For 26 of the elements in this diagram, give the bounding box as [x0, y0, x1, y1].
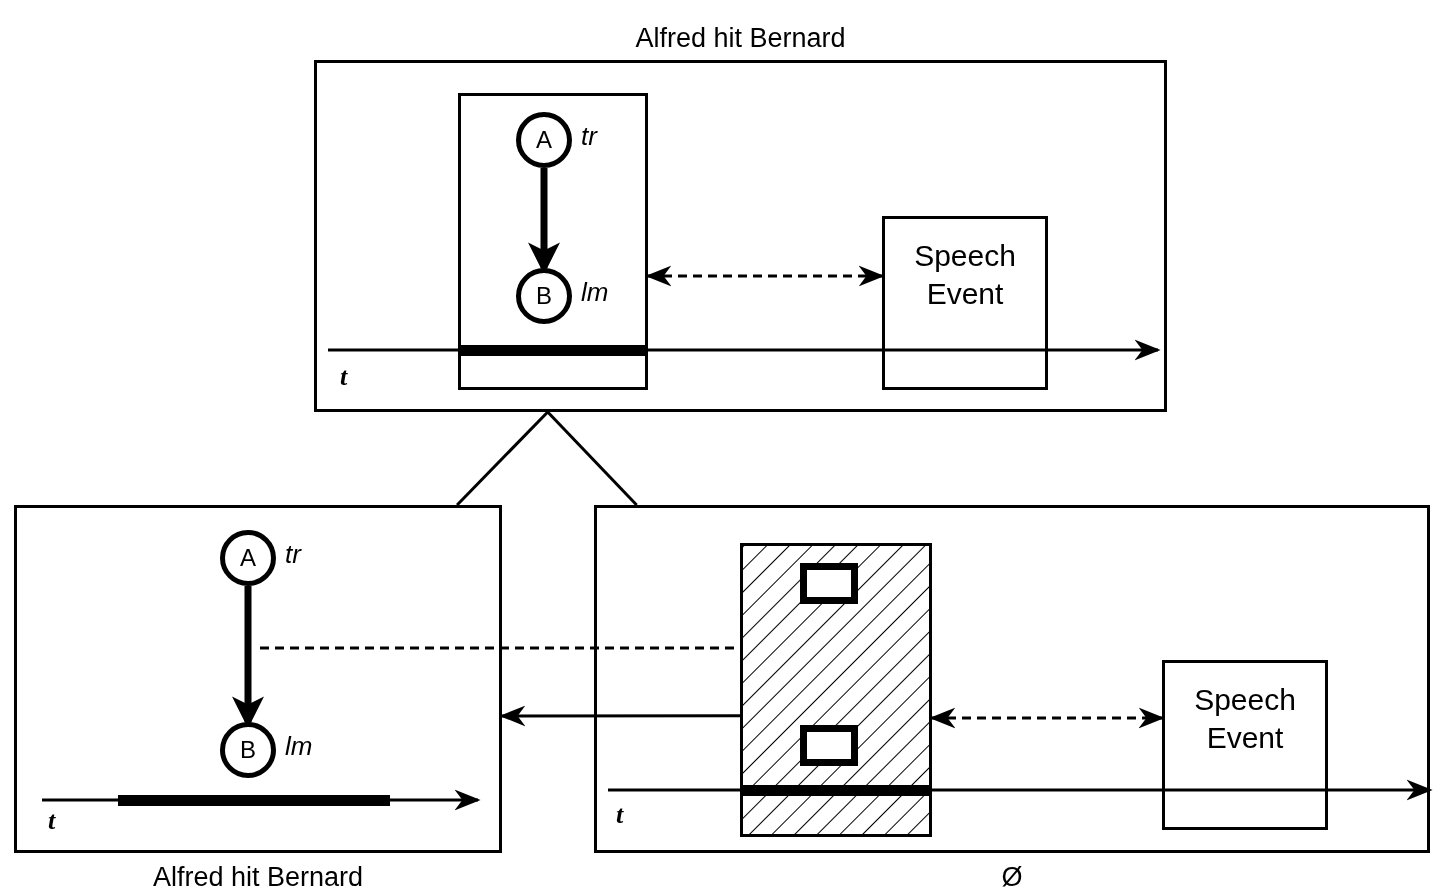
- arrow: [645, 265, 885, 287]
- time-label: t: [340, 362, 348, 392]
- small-box: [800, 563, 858, 604]
- arrow: [929, 707, 1165, 729]
- hatched-box: [740, 543, 932, 837]
- circle-letter: B: [536, 282, 552, 310]
- panel-title: Ø: [1000, 862, 1024, 893]
- time-label: t: [48, 806, 56, 836]
- arrow: [499, 705, 740, 727]
- time-label: t: [616, 800, 624, 830]
- speech-event-box: [1162, 660, 1328, 830]
- role-label: tr: [285, 539, 301, 570]
- circle-letter: A: [536, 126, 552, 154]
- panel-title: Alfred hit Bernard: [634, 23, 847, 54]
- panel-title: Alfred hit Bernard: [151, 862, 365, 893]
- connector-line: [546, 410, 638, 507]
- role-label: lm: [285, 731, 313, 762]
- box-label: Speech Event: [1193, 682, 1297, 756]
- box-label: Speech Event: [913, 238, 1017, 312]
- circle-letter: B: [240, 736, 256, 764]
- speech-event-box: [882, 216, 1048, 390]
- role-label: tr: [581, 121, 597, 152]
- connector-line: [456, 410, 549, 507]
- circle-letter: A: [240, 544, 256, 572]
- small-box: [800, 725, 858, 766]
- role-label: lm: [581, 277, 609, 308]
